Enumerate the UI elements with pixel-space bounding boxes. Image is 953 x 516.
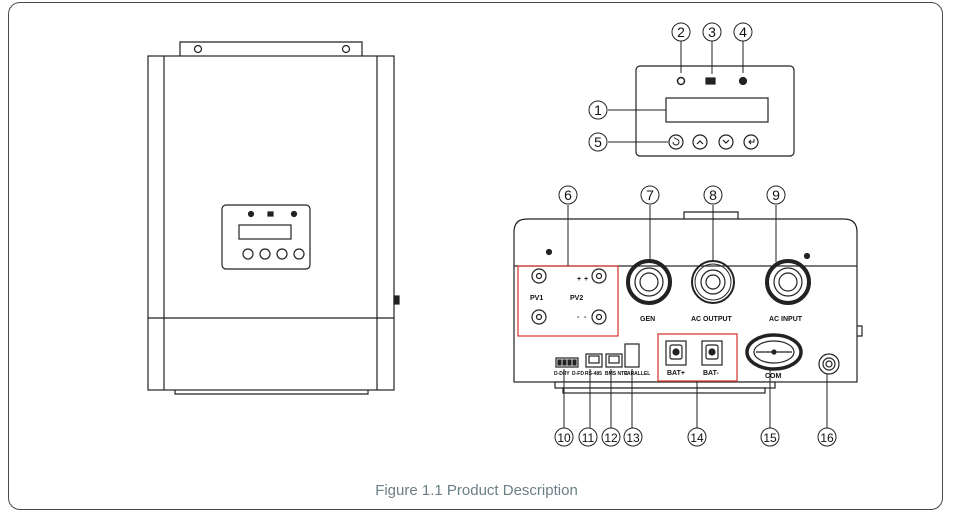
port-drycontact-label: D-DRY [554, 371, 570, 377]
ac-input-gland [765, 259, 811, 305]
svg-text:14: 14 [690, 431, 704, 445]
pv2-plus-label: + [584, 276, 588, 283]
control-panel-detail [635, 65, 795, 157]
bat-pos-label: BAT+ [667, 370, 685, 377]
com-gland [745, 333, 803, 371]
down-button-icon [718, 134, 734, 150]
gen-gland [626, 259, 672, 305]
enter-button-icon [743, 134, 759, 150]
svg-text:2: 2 [677, 24, 685, 40]
bat-neg-label: BAT- [703, 370, 719, 377]
svg-text:4: 4 [739, 24, 747, 40]
battery-connectors [665, 340, 723, 366]
callout-2: 2 [671, 22, 691, 42]
svg-text:16: 16 [820, 431, 834, 445]
pv2-label: PV2 [570, 295, 583, 302]
callout-7: 7 [640, 185, 660, 205]
up-button-icon [692, 134, 708, 150]
pv1-plus-label: + [577, 276, 581, 283]
port-rs485-label: RS-485 [585, 371, 602, 377]
callout-11: 11 [578, 427, 598, 447]
callout-9: 9 [766, 185, 786, 205]
svg-text:15: 15 [763, 431, 777, 445]
callout-14: 14 [687, 427, 707, 447]
svg-text:7: 7 [646, 187, 654, 203]
callout-3: 3 [702, 22, 722, 42]
port-bmsntc-label: BMS NTC [605, 371, 628, 377]
ac-output-label: AC OUTPUT [691, 316, 733, 323]
pv2-minus-label: - [584, 314, 587, 321]
com-label: COM [765, 373, 782, 380]
port-parallel-label: PARALLEL [624, 371, 650, 377]
comm-ports [555, 343, 640, 368]
function-buttons [668, 134, 759, 150]
svg-text:6: 6 [564, 187, 572, 203]
callout-1: 1 [588, 100, 608, 120]
svg-text:12: 12 [604, 431, 618, 445]
svg-text:11: 11 [582, 431, 595, 445]
led-indicator-3 [705, 77, 716, 85]
ground-terminal [818, 353, 840, 375]
callout-8: 8 [703, 185, 723, 205]
callout-6: 6 [558, 185, 578, 205]
port-dfd-label: D-FD [572, 371, 584, 377]
callout-13: 13 [623, 427, 643, 447]
callout-4: 4 [733, 22, 753, 42]
callout-5: 5 [588, 132, 608, 152]
svg-text:1: 1 [594, 102, 602, 118]
pv1-minus-label: - [577, 314, 580, 321]
lcd-display [665, 97, 769, 123]
figure-caption: Figure 1.1 Product Description [375, 482, 578, 499]
front-control-panel [221, 204, 311, 270]
svg-text:3: 3 [708, 24, 716, 40]
svg-text:10: 10 [557, 431, 571, 445]
callout-12: 12 [601, 427, 621, 447]
svg-text:13: 13 [626, 431, 640, 445]
power-led-4 [738, 76, 748, 86]
led-indicator-2 [676, 76, 686, 86]
callouts: 1 2 3 4 5 6 7 8 9 10 11 12 13 14 15 16 [554, 22, 837, 447]
callout-16: 16 [817, 427, 837, 447]
pv-terminals [531, 268, 607, 325]
ac-input-label: AC INPUT [769, 316, 803, 323]
pv1-label: PV1 [530, 295, 543, 302]
figure-frame [8, 2, 943, 510]
svg-text:5: 5 [594, 134, 602, 150]
gen-label: GEN [640, 316, 655, 323]
callout-15: 15 [760, 427, 780, 447]
inverter-bottom-view [513, 211, 863, 394]
back-button-icon [668, 134, 684, 150]
svg-text:8: 8 [709, 187, 717, 203]
callout-10: 10 [554, 427, 574, 447]
svg-text:9: 9 [772, 187, 780, 203]
inverter-front-view [147, 41, 400, 395]
